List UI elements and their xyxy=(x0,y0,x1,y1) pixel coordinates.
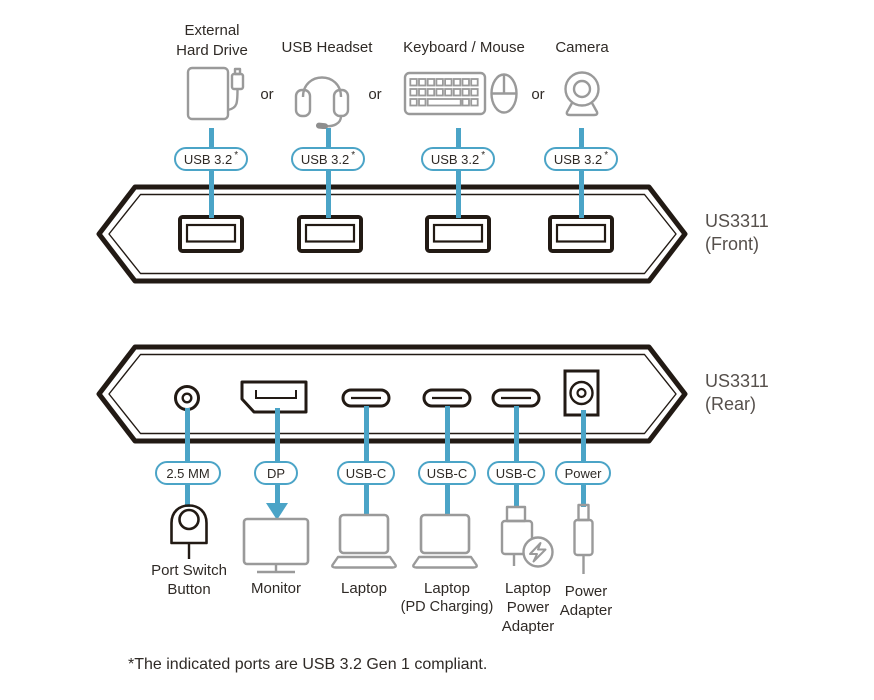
device-label-camera: Camera xyxy=(555,39,609,56)
or-separator: or xyxy=(531,86,545,103)
port-tag-asterisk: * xyxy=(481,149,486,161)
monitor-icon xyxy=(242,517,310,574)
device-label-line: (PD Charging) xyxy=(400,599,494,615)
connector-line-dp xyxy=(274,408,280,504)
port-tag-asterisk: * xyxy=(234,149,239,161)
connector-line-usb2 xyxy=(325,128,331,218)
panel-title-line: (Rear) xyxy=(705,394,757,414)
footnote: *The indicated ports are USB 3.2 Gen 1 c… xyxy=(128,656,488,673)
keyboard-mouse-icon xyxy=(403,71,518,116)
rear-panel-title: US3311 (Rear) xyxy=(705,370,769,416)
port-tag-label: USB 3.2 xyxy=(553,151,603,167)
laptop-power-adapter-icon xyxy=(500,505,554,568)
port-tag-usbc-3: USB-C xyxy=(487,461,545,485)
port-tag-asterisk: * xyxy=(351,149,356,161)
port-tag-label: USB-C xyxy=(495,465,537,481)
port-tag-label: USB 3.2 xyxy=(430,151,480,167)
lightning-bolt-icon xyxy=(529,542,547,563)
port-tag-label: USB-C xyxy=(345,465,387,481)
port-switch-button-icon xyxy=(170,504,208,559)
device-label-power-adapter: Power Adapter xyxy=(536,582,636,620)
port-tag-label: USB-C xyxy=(426,465,468,481)
connector-line-25mm xyxy=(184,408,190,507)
device-label-monitor: Monitor xyxy=(250,580,302,597)
usb-headset-icon xyxy=(294,76,350,129)
port-tag-label: USB 3.2 xyxy=(183,151,233,167)
connector-line-power xyxy=(580,410,586,507)
device-label-line: Button xyxy=(167,581,211,598)
panel-title-line: US3311 xyxy=(705,371,769,391)
device-label-laptop-pd: Laptop (PD Charging) xyxy=(377,579,517,617)
external-hard-drive-icon xyxy=(186,66,245,121)
port-tag-usb32-3: USB 3.2* xyxy=(421,147,495,171)
device-label-laptop-power-adapter: Laptop Power Adapter xyxy=(478,579,578,636)
device-label-line: Port Switch xyxy=(151,562,227,579)
port-tag-25mm: 2.5 MM xyxy=(155,461,221,485)
front-panel-title: US3311 (Front) xyxy=(705,210,769,256)
device-label-laptop: Laptop xyxy=(341,580,387,597)
or-separator: or xyxy=(260,86,274,103)
device-label-line: Adapter xyxy=(559,602,613,619)
connector-line-usbc3 xyxy=(513,406,519,507)
device-label-external-hard-drive: External Hard Drive xyxy=(152,21,272,61)
device-label-line: Adapter xyxy=(501,618,555,635)
dp-arrow-icon xyxy=(266,503,288,520)
usb-a-ports xyxy=(178,215,614,253)
device-label-line: Power xyxy=(564,583,608,600)
laptop-icon xyxy=(331,513,397,569)
port-tag-label: 2.5 MM xyxy=(166,465,210,481)
connector-line-usb1 xyxy=(208,128,214,218)
port-tag-usb32-1: USB 3.2* xyxy=(174,147,248,171)
port-tag-asterisk: * xyxy=(604,149,609,161)
device-label-line: Laptop xyxy=(505,580,551,597)
or-separator: or xyxy=(368,86,382,103)
camera-icon xyxy=(564,71,600,117)
connector-line-usb3 xyxy=(455,128,461,218)
device-label-line: Laptop xyxy=(424,580,470,597)
front-panel-graphic xyxy=(96,184,688,284)
device-label-port-switch-button: Port Switch Button xyxy=(129,561,249,599)
port-tag-usb32-4: USB 3.2* xyxy=(544,147,618,171)
port-tag-dp: DP xyxy=(254,461,298,485)
device-label-line: Hard Drive xyxy=(176,42,248,59)
port-tag-label: USB 3.2 xyxy=(300,151,350,167)
power-adapter-icon xyxy=(573,503,594,574)
panel-title-line: US3311 xyxy=(705,211,769,231)
panel-title-line: (Front) xyxy=(705,234,759,254)
rear-panel-graphic xyxy=(96,344,688,444)
port-tag-label: DP xyxy=(266,465,286,481)
device-label-keyboard-mouse: Keyboard / Mouse xyxy=(403,39,525,56)
device-label-usb-headset: USB Headset xyxy=(281,39,373,56)
port-tag-usb32-2: USB 3.2* xyxy=(291,147,365,171)
laptop-pd-charging-icon xyxy=(412,513,478,569)
port-tag-label: Power xyxy=(564,465,602,481)
port-tag-usbc-2: USB-C xyxy=(418,461,476,485)
port-tag-usbc-1: USB-C xyxy=(337,461,395,485)
connector-line-usb4 xyxy=(578,128,584,218)
device-label-line: External xyxy=(184,22,240,39)
port-tag-power: Power xyxy=(555,461,611,485)
device-label-line: Power xyxy=(506,599,550,616)
